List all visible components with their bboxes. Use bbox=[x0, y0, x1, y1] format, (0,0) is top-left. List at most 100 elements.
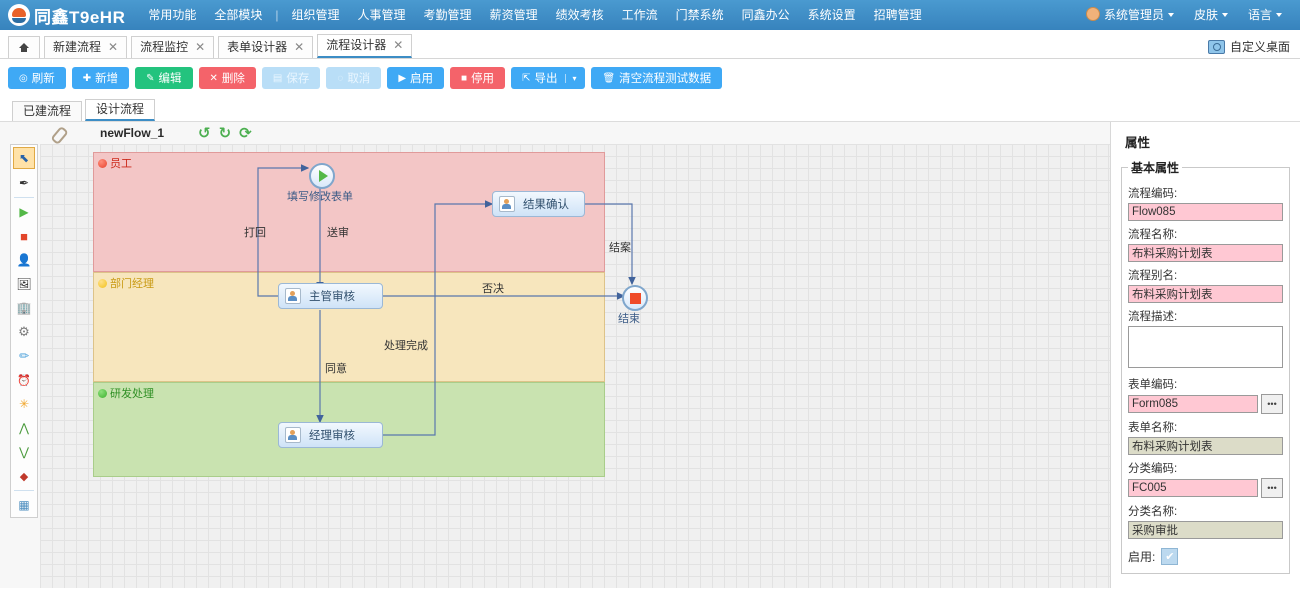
nav-item-org-management[interactable]: 组织管理 bbox=[291, 8, 340, 22]
category-code-input[interactable] bbox=[1128, 479, 1258, 497]
form-code-picker-button[interactable]: ••• bbox=[1261, 394, 1283, 414]
close-icon[interactable]: ✕ bbox=[294, 40, 305, 54]
form-name-label: 表单名称: bbox=[1128, 422, 1178, 434]
chevron-down-icon bbox=[1221, 13, 1228, 17]
edge-label-veto: 否决 bbox=[482, 283, 504, 295]
end-node-tool[interactable]: ■ bbox=[14, 226, 34, 246]
plus-icon: ✚ bbox=[82, 72, 92, 84]
chevron-down-icon[interactable]: ▾ bbox=[565, 73, 581, 83]
swimlane-tool[interactable]: ▦ bbox=[14, 495, 34, 515]
redo-icon[interactable]: ↻ bbox=[218, 125, 232, 142]
category-name-label: 分类名称: bbox=[1128, 506, 1178, 518]
current-user-menu[interactable]: 系统管理员 bbox=[1076, 0, 1184, 30]
flow-alias-input[interactable] bbox=[1128, 285, 1283, 303]
split-icon: ⋁ bbox=[19, 445, 29, 459]
edit-button[interactable]: ✎ 编辑 bbox=[135, 67, 193, 89]
split-tool[interactable]: ⋁ bbox=[14, 442, 34, 462]
flow-canvas[interactable]: 员工 部门经理 研发处理 bbox=[40, 144, 1110, 588]
category-code-label: 分类编码: bbox=[1128, 463, 1178, 475]
nav-item-performance[interactable]: 绩效考核 bbox=[555, 8, 604, 22]
flow-name-label: newFlow_1 bbox=[100, 126, 165, 140]
nav-item-hr-management[interactable]: 人事管理 bbox=[357, 8, 406, 22]
button-label: 清空流程测试数据 bbox=[619, 73, 712, 85]
event-tool[interactable]: ✳ bbox=[14, 394, 34, 414]
task-result-confirm[interactable]: 结果确认 bbox=[492, 191, 585, 217]
subtab-design-flow[interactable]: 设计流程 bbox=[85, 99, 156, 121]
flow-code-input[interactable] bbox=[1128, 203, 1283, 221]
tab-form-designer[interactable]: 表单设计器 ✕ bbox=[218, 36, 314, 58]
flow-alias-label: 流程别名: bbox=[1128, 270, 1178, 282]
disable-button[interactable]: ■ 停用 bbox=[450, 67, 506, 89]
tab-new-flow[interactable]: 新建流程 ✕ bbox=[44, 36, 128, 58]
start-node-tool[interactable]: ▶ bbox=[14, 202, 34, 222]
nav-item-office[interactable]: 同鑫办公 bbox=[741, 8, 790, 22]
cancel-icon: ◌ bbox=[337, 72, 344, 84]
subflow-tool[interactable]: 🖼 bbox=[14, 274, 34, 294]
user-task-tool[interactable]: 👤 bbox=[14, 250, 34, 270]
user-icon bbox=[1085, 7, 1100, 21]
timer-tool[interactable]: ⏰ bbox=[14, 370, 34, 390]
undo-icon[interactable]: ↺ bbox=[198, 125, 211, 142]
flow-desc-textarea[interactable] bbox=[1128, 326, 1283, 368]
form-code-input[interactable] bbox=[1128, 395, 1258, 413]
tool-palette: ⬉ ✒ ▶ ■ 👤 🖼 🏢 ⚙ ✏ ⏰ ✳ ⋀ ⋁ ◆ ▦ bbox=[10, 144, 38, 518]
nav-item-payroll[interactable]: 薪资管理 bbox=[489, 8, 538, 22]
brand-name: 同鑫T9eHR bbox=[34, 7, 126, 27]
nav-item-access-control[interactable]: 门禁系统 bbox=[675, 8, 724, 22]
refresh-canvas-icon[interactable]: ⟳ bbox=[239, 125, 252, 142]
line-tool[interactable]: ✒ bbox=[14, 173, 34, 193]
task-supervisor-review[interactable]: 主管审核 bbox=[278, 283, 383, 309]
export-button[interactable]: ⇱ 导出 ▾ bbox=[511, 67, 586, 89]
nav-item-workflow[interactable]: 工作流 bbox=[621, 8, 658, 22]
task-manager-review[interactable]: 经理审核 bbox=[278, 422, 383, 448]
category-code-row: ••• bbox=[1128, 478, 1283, 498]
chevron-down-icon bbox=[1167, 13, 1174, 17]
tab-home[interactable] bbox=[8, 36, 40, 58]
gear-icon: ⚙ bbox=[18, 324, 30, 339]
group-tool[interactable]: 🏢 bbox=[14, 298, 34, 318]
custom-desktop-button[interactable]: 自定义桌面 bbox=[1207, 38, 1300, 58]
select-tool[interactable]: ⬉ bbox=[13, 147, 35, 169]
nav-item-system-settings[interactable]: 系统设置 bbox=[807, 8, 856, 22]
flow-designer-pane: newFlow_1 ↺ ↻ ⟳ ⬉ ✒ ▶ ■ 👤 🖼 🏢 ⚙ ✏ ⏰ ✳ ⋀ … bbox=[0, 122, 1110, 588]
decision-tool[interactable]: ◆ bbox=[14, 466, 34, 486]
home-icon bbox=[19, 43, 29, 52]
nav-item-common-functions[interactable]: 常用功能 bbox=[148, 8, 197, 22]
add-button[interactable]: ✚ 新增 bbox=[71, 67, 130, 89]
enable-checkbox[interactable]: ✔ bbox=[1161, 548, 1179, 565]
cross-icon: ✕ bbox=[209, 72, 218, 84]
subtab-existing-flows[interactable]: 已建流程 bbox=[12, 101, 83, 121]
swimlane-rd-process[interactable]: 研发处理 bbox=[93, 382, 605, 477]
edge-label-close: 结案 bbox=[609, 242, 631, 254]
enable-row: 启用: ✔ bbox=[1128, 548, 1283, 565]
enable-button[interactable]: ▶ 启用 bbox=[387, 67, 445, 89]
close-icon[interactable]: ✕ bbox=[108, 40, 119, 54]
form-code-row: ••• bbox=[1128, 394, 1283, 414]
refresh-button[interactable]: ◎ 刷新 bbox=[8, 67, 66, 89]
clear-test-data-button[interactable]: 🗑 清空流程测试数据 bbox=[591, 67, 723, 89]
skin-menu[interactable]: 皮肤 bbox=[1184, 0, 1238, 30]
category-code-picker-button[interactable]: ••• bbox=[1261, 478, 1283, 498]
language-menu[interactable]: 语言 bbox=[1238, 0, 1292, 30]
nav-item-recruitment[interactable]: 招聘管理 bbox=[873, 8, 922, 22]
manual-task-tool[interactable]: ✏ bbox=[14, 346, 34, 366]
button-label: 停用 bbox=[471, 73, 495, 85]
delete-button[interactable]: ✕ 删除 bbox=[198, 67, 256, 89]
tab-flow-monitor[interactable]: 流程监控 ✕ bbox=[131, 36, 215, 58]
flow-code-label: 流程编码: bbox=[1128, 188, 1178, 200]
start-node[interactable] bbox=[309, 163, 335, 189]
stop-icon: ■ bbox=[20, 228, 28, 244]
close-icon[interactable]: ✕ bbox=[393, 38, 404, 52]
merge-tool[interactable]: ⋀ bbox=[14, 418, 34, 438]
end-node[interactable] bbox=[622, 285, 648, 311]
flow-name-input[interactable] bbox=[1128, 244, 1283, 262]
tab-flow-designer[interactable]: 流程设计器 ✕ bbox=[317, 34, 413, 58]
nav-item-attendance[interactable]: 考勤管理 bbox=[423, 8, 472, 22]
service-task-tool[interactable]: ⚙ bbox=[14, 322, 34, 342]
close-icon[interactable]: ✕ bbox=[195, 40, 206, 54]
swimlane-department-manager[interactable]: 部门经理 bbox=[93, 272, 605, 382]
palette-divider bbox=[14, 490, 34, 491]
task-label: 结果确认 bbox=[523, 199, 569, 211]
cancel-button: ◌ 取消 bbox=[326, 67, 382, 89]
nav-item-all-modules[interactable]: 全部模块 bbox=[214, 8, 263, 22]
